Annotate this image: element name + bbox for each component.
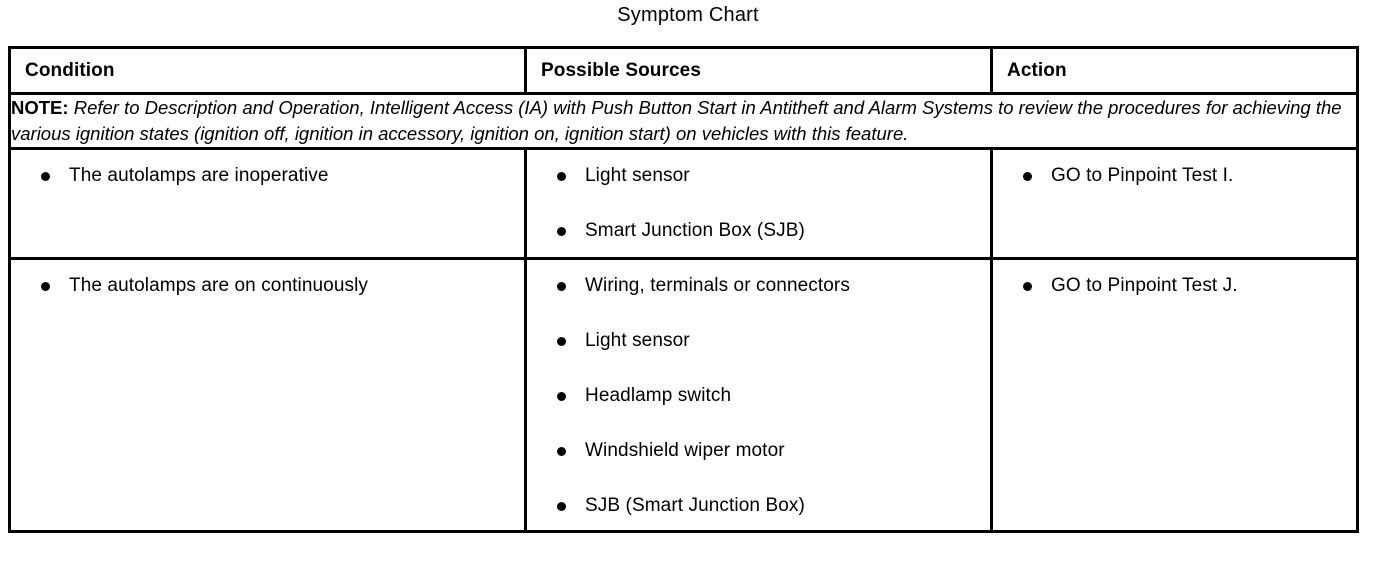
bullet-icon [557,337,566,346]
bullet-icon [41,172,50,181]
page-title: Symptom Chart [617,4,759,26]
list-item: Headlamp switch [557,384,982,408]
row-1-action-cell: GO to Pinpoint Test I. [990,148,1358,260]
bullet-icon [557,227,566,236]
header-cell-condition: Condition [9,47,526,95]
bullet-icon [41,282,50,291]
list-item-label: The autolamps are on continuously [69,275,369,296]
list-item: SJB (Smart Junction Box) [557,494,982,518]
list-item: The autolamps are on continuously [41,274,516,298]
row-2-sources-list: Wiring, terminals or connectors Light se… [527,260,990,530]
row-2-condition-list: The autolamps are on continuously [11,260,524,310]
table-header-row: Condition Possible Sources Action [9,47,1358,95]
row-1-action-list: GO to Pinpoint Test I. [993,150,1356,202]
column-header-action: Action [1007,60,1067,81]
header-cell-sources: Possible Sources [524,47,992,95]
list-item-label: Smart Junction Box (SJB) [585,220,805,241]
bullet-icon [557,392,566,401]
row-1-sources-cell: Light sensor Smart Junction Box (SJB) [524,148,992,260]
row-1-sources-list: Light sensor Smart Junction Box (SJB) [527,150,990,257]
row-1-condition-list: The autolamps are inoperative [11,150,524,202]
table-note-row: NOTE: Refer to Description and Operation… [9,93,1358,150]
bullet-icon [557,447,566,456]
row-1-condition-cell: The autolamps are inoperative [9,148,526,260]
list-item-label: Light sensor [585,165,690,186]
list-item-label: The autolamps are inoperative [69,165,329,186]
column-header-possible-sources: Possible Sources [541,60,702,81]
table-row: The autolamps are on continuously Wiring… [10,258,1358,532]
row-2-sources-cell: Wiring, terminals or connectors Light se… [524,258,992,532]
list-item: Wiring, terminals or connectors [557,274,982,298]
list-item-label: Light sensor [585,330,690,351]
header-cell-action: Action [990,47,1358,95]
list-item: GO to Pinpoint Test I. [1023,164,1348,188]
row-2-condition-cell: The autolamps are on continuously [10,259,526,532]
list-item: GO to Pinpoint Test J. [1023,274,1348,298]
list-item-label: GO to Pinpoint Test J. [1051,275,1238,296]
symptom-chart-table: Condition Possible Sources Action NOTE: … [8,46,1359,533]
column-header-condition: Condition [25,60,115,81]
list-item-label: Wiring, terminals or connectors [585,275,850,296]
list-item: The autolamps are inoperative [41,164,516,188]
list-item: Light sensor [557,329,982,353]
list-item-label: Headlamp switch [585,385,732,406]
note-text: Refer to Description and Operation, Inte… [11,97,1342,144]
list-item: Windshield wiper motor [557,439,982,463]
list-item-label: GO to Pinpoint Test I. [1051,165,1234,186]
note-cell: NOTE: Refer to Description and Operation… [9,93,1358,150]
list-item-label: Windshield wiper motor [585,440,785,461]
bullet-icon [1023,282,1032,291]
bullet-icon [1023,172,1032,181]
list-item: Smart Junction Box (SJB) [557,219,982,243]
list-item-label: SJB (Smart Junction Box) [585,495,805,516]
table-row: The autolamps are inoperative Light sens… [9,148,1358,260]
list-item: Light sensor [557,164,982,188]
bullet-icon [557,172,566,181]
row-2-action-cell: GO to Pinpoint Test J. [990,258,1358,532]
note-label: NOTE: [11,97,74,118]
bullet-icon [557,502,566,511]
row-2-action-list: GO to Pinpoint Test J. [993,260,1356,310]
bullet-icon [557,282,566,291]
